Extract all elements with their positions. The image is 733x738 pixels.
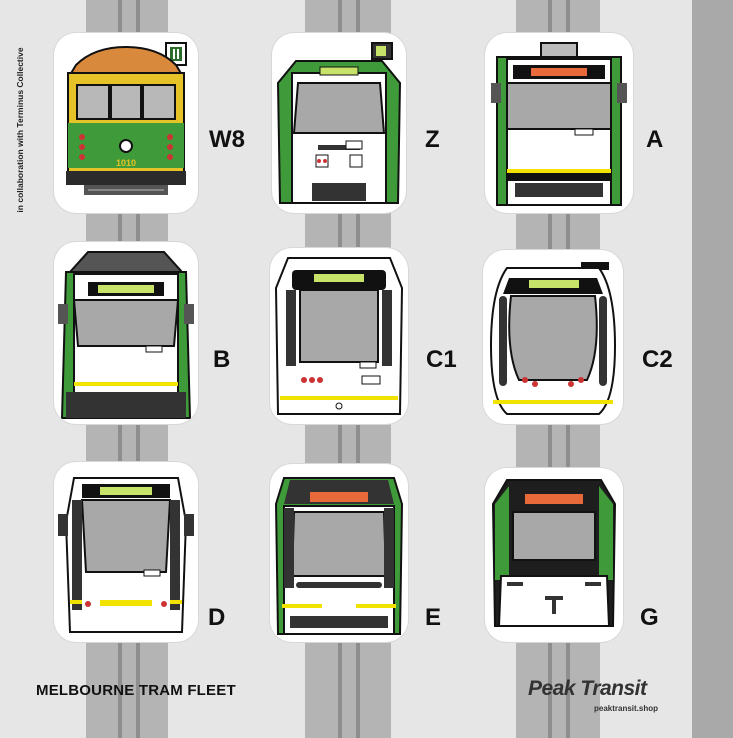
w-class-tram-icon: 1010 [66,42,187,195]
tram-model-label: D [208,604,226,631]
tram-sticker-d[interactable] [54,462,198,642]
brand-logo: Peak Transit [528,677,647,700]
svg-text:1010: 1010 [116,158,136,168]
tram-sticker-g[interactable] [485,468,623,642]
tram-sticker-w8[interactable]: 1010 [54,33,198,213]
tram-sticker-c1[interactable] [270,248,408,424]
tram-model-label: C1 [426,346,457,373]
tram-sticker-b[interactable] [54,242,198,424]
tram-sticker-c2[interactable] [483,250,623,424]
collaboration-credit: in collaboration with Terminus Collectiv… [15,47,25,213]
c1-class-tram-icon [274,257,404,415]
b-class-tram-icon [58,251,194,419]
a-class-tram-icon [491,42,627,206]
tram-model-label: C2 [642,346,673,373]
tram-model-label: B [213,346,231,373]
tram-sticker-a[interactable] [485,33,633,213]
g-class-tram-icon [491,479,617,627]
tram-model-label: Z [425,126,440,153]
tram-model-label: G [640,604,659,631]
brand-url[interactable]: peaktransit.shop [594,704,659,713]
d-class-tram-icon [58,477,194,633]
tram-model-label: E [425,604,442,631]
tram-sticker-e[interactable] [270,464,408,642]
c2-class-tram-icon [489,262,617,415]
tram-sticker-z[interactable] [272,33,406,213]
tram-model-label: W8 [209,126,245,153]
tram-model-label: A [646,126,664,153]
fleet-title: MELBOURNE TRAM FLEET [36,682,236,699]
z-class-tram-icon [276,42,402,204]
side-track-bar [692,0,733,738]
e-class-tram-icon [274,477,404,635]
